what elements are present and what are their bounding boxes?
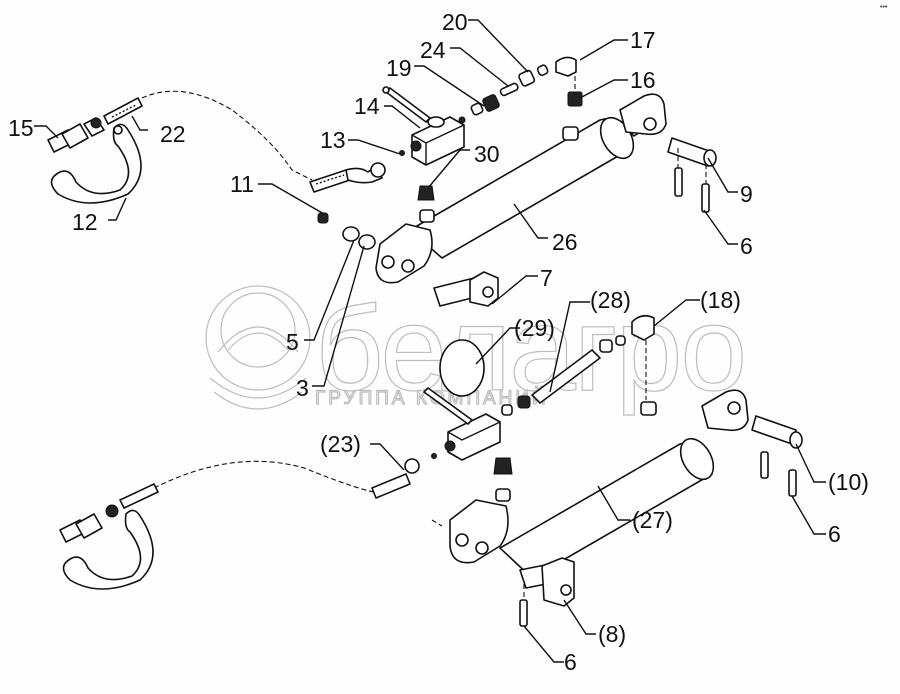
callout-28: (28) xyxy=(590,287,631,313)
hydraulic-cylinder-26 xyxy=(375,93,667,284)
callout-16: 16 xyxy=(630,67,656,93)
quick-coupler-bottom xyxy=(59,483,159,590)
hydraulic-cylinder-27 xyxy=(431,389,749,579)
hose-fitting-top xyxy=(309,150,405,193)
pin-10 xyxy=(751,415,803,497)
callout-8: (8) xyxy=(598,621,626,647)
leader-lines xyxy=(34,19,826,663)
callout-6-mid: 6 xyxy=(828,521,841,547)
o-ring-29 xyxy=(439,339,485,397)
callout-5: 5 xyxy=(286,329,299,355)
callout-24: 24 xyxy=(420,37,446,63)
hose-bottom xyxy=(153,460,375,493)
callout-6-top: 6 xyxy=(740,233,753,259)
pin-8 xyxy=(519,557,575,627)
pin-7 xyxy=(433,271,499,307)
callout-20: 20 xyxy=(442,9,468,35)
corner-mark: ••• xyxy=(880,4,888,11)
callout-3: 3 xyxy=(296,375,309,401)
seal-rings-top xyxy=(317,212,376,250)
watermark-brand: белагро xyxy=(315,282,745,416)
pin-9 xyxy=(667,137,717,213)
watermark-logo xyxy=(205,285,311,410)
ball-valve-top xyxy=(382,86,466,166)
fittings-top xyxy=(470,56,583,116)
callout-10: (10) xyxy=(828,469,869,495)
callout-14: 14 xyxy=(354,93,380,119)
callout-12: 12 xyxy=(72,209,98,235)
watermark-tagline: ГРУППА КОМПАНИЙ xyxy=(315,387,549,409)
callout-17: 17 xyxy=(630,27,656,53)
callout-27: (27) xyxy=(632,507,673,533)
callout-13: 13 xyxy=(320,127,346,153)
hose-top xyxy=(141,90,313,181)
callout-30: 30 xyxy=(474,141,500,167)
hose-fitting-bottom xyxy=(371,453,437,499)
callout-26: 26 xyxy=(552,229,578,255)
hose-28 xyxy=(501,314,655,416)
callout-7: 7 xyxy=(540,265,553,291)
callout-29: (29) xyxy=(514,315,555,341)
callout-11: 11 xyxy=(230,171,254,197)
callout-22: 22 xyxy=(160,121,186,147)
ball-valve-bottom xyxy=(423,387,501,461)
callout-6-bottom: 6 xyxy=(564,649,577,675)
callout-9: 9 xyxy=(740,181,753,207)
quick-coupler-top xyxy=(47,97,143,204)
callout-18: (18) xyxy=(700,287,741,313)
callout-23: (23) xyxy=(320,431,361,457)
callout-19: 19 xyxy=(386,55,412,81)
callout-15: 15 xyxy=(8,115,34,141)
